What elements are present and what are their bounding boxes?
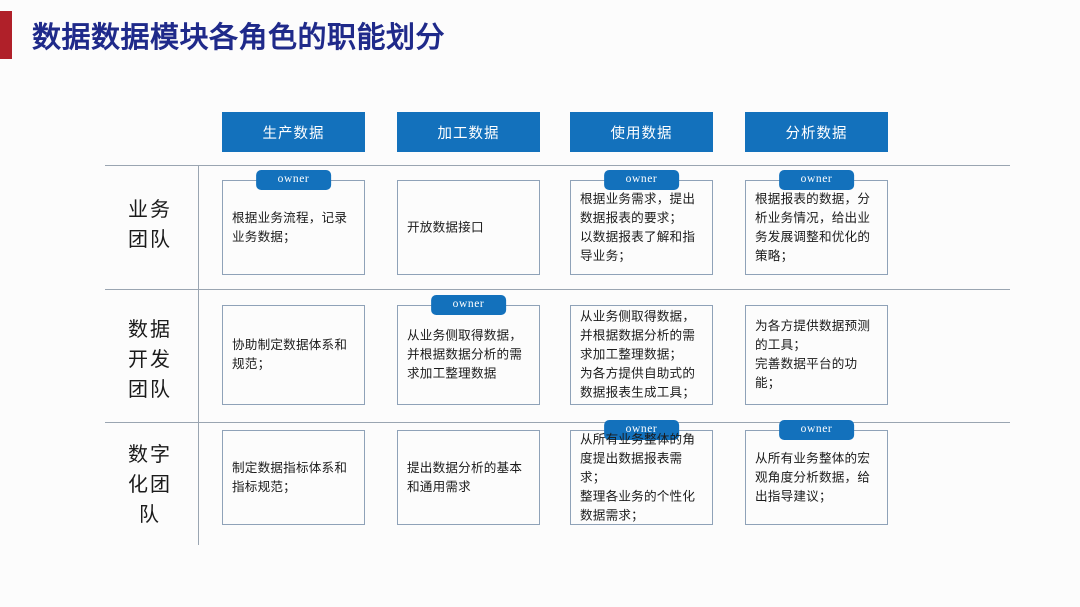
row-label-line: 团队	[128, 379, 172, 401]
row-label-3: 数字化团队	[105, 440, 195, 530]
row-label-divider	[198, 165, 199, 545]
row-label-line: 数据	[128, 319, 172, 341]
cell-text: 从业务侧取得数据，并根据数据分析的需求加工整理数据； 为各方提供自助式的数据报表…	[580, 309, 696, 400]
cell-text: 根据业务需求，提出数据报表的要求； 以数据报表了解和指导业务；	[580, 191, 696, 263]
cell-text: 从所有业务整体的角度提出数据报表需求； 整理各业务的个性化数据需求；	[580, 432, 696, 522]
row-divider-1	[105, 165, 1010, 166]
row-label-1: 业务团队	[105, 195, 195, 255]
cell-text: 从所有业务整体的宏观角度分析数据，给出指导建议；	[755, 451, 871, 503]
cell-text: 提出数据分析的基本和通用需求	[407, 460, 523, 494]
matrix-cell-r2-c4[interactable]: 为各方提供数据预测的工具； 完善数据平台的功能；	[745, 305, 888, 405]
column-header-row: 生产数据加工数据使用数据分析数据	[105, 100, 1010, 160]
matrix-cell-r3-c4[interactable]: owner 从所有业务整体的宏观角度分析数据，给出指导建议；	[745, 420, 888, 525]
cell-text: 根据业务流程，记录业务数据；	[232, 210, 348, 244]
cell-text: 从业务侧取得数据，并根据数据分析的需求加工整理数据	[407, 328, 523, 381]
cell-text: 根据报表的数据，分析业务情况，给出业务发展调整和优化的策略；	[755, 191, 871, 263]
owner-badge: owner	[778, 170, 855, 190]
row-divider-3	[105, 422, 1010, 423]
column-header-3[interactable]: 使用数据	[570, 112, 713, 152]
title-text: 数据数据模块各角色的职能划分	[32, 22, 446, 54]
matrix-cell-r2-c1[interactable]: 协助制定数据体系和规范；	[222, 305, 365, 405]
responsibility-matrix: 生产数据加工数据使用数据分析数据 业务团队 owner 根据业务流程，记录业务数据；…	[105, 100, 1010, 560]
owner-badge: owner	[255, 170, 332, 190]
row-label-line: 队	[139, 504, 161, 526]
cell-text: 为各方提供数据预测的工具； 完善数据平台的功能；	[755, 319, 871, 390]
cell-text: 协助制定数据体系和规范；	[232, 338, 348, 371]
row-label-line: 化团	[128, 474, 172, 496]
owner-badge: owner	[603, 170, 680, 190]
matrix-cell-r1-c1[interactable]: owner 根据业务流程，记录业务数据；	[222, 170, 365, 275]
matrix-cell-r3-c2[interactable]: 提出数据分析的基本和通用需求	[397, 430, 540, 525]
title-accent-bar	[0, 11, 12, 59]
row-label-line: 业务	[128, 199, 172, 221]
column-header-2[interactable]: 加工数据	[397, 112, 540, 152]
matrix-cell-r2-c3[interactable]: 从业务侧取得数据，并根据数据分析的需求加工整理数据； 为各方提供自助式的数据报表…	[570, 305, 713, 405]
row-divider-2	[105, 289, 1010, 290]
page-title: 数据数据模块各角色的职能划分	[0, 11, 445, 59]
owner-badge: owner	[430, 295, 507, 315]
column-header-1[interactable]: 生产数据	[222, 112, 365, 152]
cell-text: 开放数据接口	[407, 220, 484, 234]
matrix-cell-r2-c2[interactable]: owner 从业务侧取得数据，并根据数据分析的需求加工整理数据	[397, 295, 540, 405]
row-label-line: 数字	[128, 444, 172, 466]
owner-badge: owner	[603, 420, 680, 440]
row-label-line: 开发	[128, 349, 172, 371]
row-label-2: 数据开发团队	[105, 315, 195, 405]
owner-badge: owner	[778, 420, 855, 440]
row-label-line: 团队	[128, 229, 172, 251]
cell-text: 制定数据指标体系和指标规范；	[232, 460, 348, 494]
matrix-cell-r1-c2[interactable]: 开放数据接口	[397, 180, 540, 275]
column-header-4[interactable]: 分析数据	[745, 112, 888, 152]
matrix-cell-r3-c1[interactable]: 制定数据指标体系和指标规范；	[222, 430, 365, 525]
